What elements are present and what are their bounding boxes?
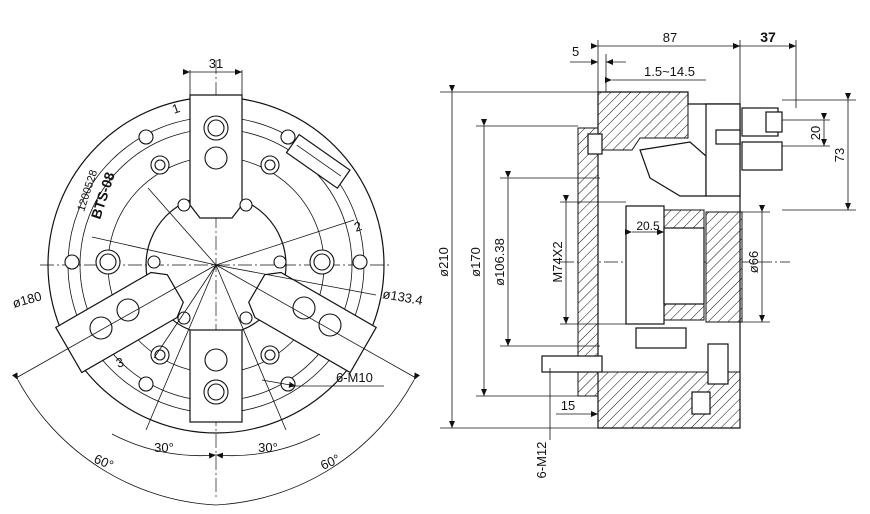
dim-6-m12: 6-M12	[534, 442, 549, 479]
angle-arc-30-left	[111, 433, 217, 459]
front-view: 31 ø180 ø133.4 6-M10 30° 30° 60° 60° 1 2…	[11, 56, 424, 506]
lower-jaw-block	[189, 329, 243, 423]
sensor-block-lower	[741, 141, 783, 171]
dim-dia-180: ø180	[11, 288, 44, 311]
jaw-holes	[89, 115, 342, 405]
angle-ray-right	[215, 264, 417, 379]
lower-clamp-screw	[707, 343, 729, 385]
dim-stroke: 1.5~14.5	[644, 64, 695, 79]
adjust-screw	[715, 129, 741, 145]
dim-angle-60-left: 60°	[92, 451, 116, 473]
scale-plate	[285, 133, 351, 190]
bolt-holes	[64, 129, 368, 392]
dim-dia-133-4: ø133.4	[381, 286, 423, 308]
sensor-head	[765, 111, 783, 133]
jaw-2	[248, 271, 378, 374]
dim-dia-210: ø210	[436, 247, 451, 277]
dim-20: 20	[808, 126, 823, 140]
jaw-label-1: 1	[170, 100, 182, 117]
leader-dia-133	[215, 264, 377, 296]
dim-dia-170: ø170	[468, 247, 483, 277]
dim-5: 5	[572, 44, 579, 59]
dim-37: 37	[760, 29, 776, 45]
side-view: 87 37 5 1.5~14.5 20 73 ø210 ø170 ø106.38…	[436, 29, 856, 478]
dim-angle-30-left: 30°	[154, 440, 174, 455]
sleeve-section	[705, 211, 743, 323]
angle-ray-30-right	[215, 264, 287, 431]
jaw-label-3: 3	[114, 354, 126, 371]
upper-body-section	[597, 91, 689, 151]
piston-bore	[663, 227, 705, 305]
angle-arc-60-right	[215, 372, 420, 506]
dim-87: 87	[663, 30, 677, 45]
dim-15: 15	[561, 398, 575, 413]
leader-jaw-2	[215, 219, 355, 266]
dim-angle-60-right: 60°	[318, 451, 342, 473]
wedge-jaw	[639, 141, 707, 197]
leader-jaw-1	[147, 187, 217, 266]
top-jaw-housing	[705, 103, 741, 197]
angle-ray-left	[15, 264, 217, 379]
dim-dia-106-38: ø106.38	[492, 238, 507, 286]
mount-bolt	[541, 355, 603, 373]
dim-20-5: 20.5	[636, 219, 660, 233]
dim-31: 31	[209, 56, 223, 71]
dim-dia-66: ø66	[746, 251, 761, 273]
bottom-plug	[691, 391, 711, 415]
jaw-3	[54, 271, 184, 374]
dim-73: 73	[832, 148, 847, 162]
angle-arc-30-right	[215, 433, 321, 459]
dim-6-m10: 6-M10	[336, 370, 373, 385]
dim-m74x2: M74X2	[550, 241, 565, 282]
angle-ray-30-left	[145, 264, 217, 431]
dim-angle-30-right: 30°	[258, 440, 278, 455]
top-screw-head	[587, 133, 603, 155]
leader-jaw-3	[153, 264, 217, 359]
angle-arc-60-left	[12, 372, 217, 506]
jaw-label-2: 2	[352, 218, 364, 235]
lower-piston-pin	[635, 327, 687, 349]
leader-dia-180	[91, 236, 217, 266]
